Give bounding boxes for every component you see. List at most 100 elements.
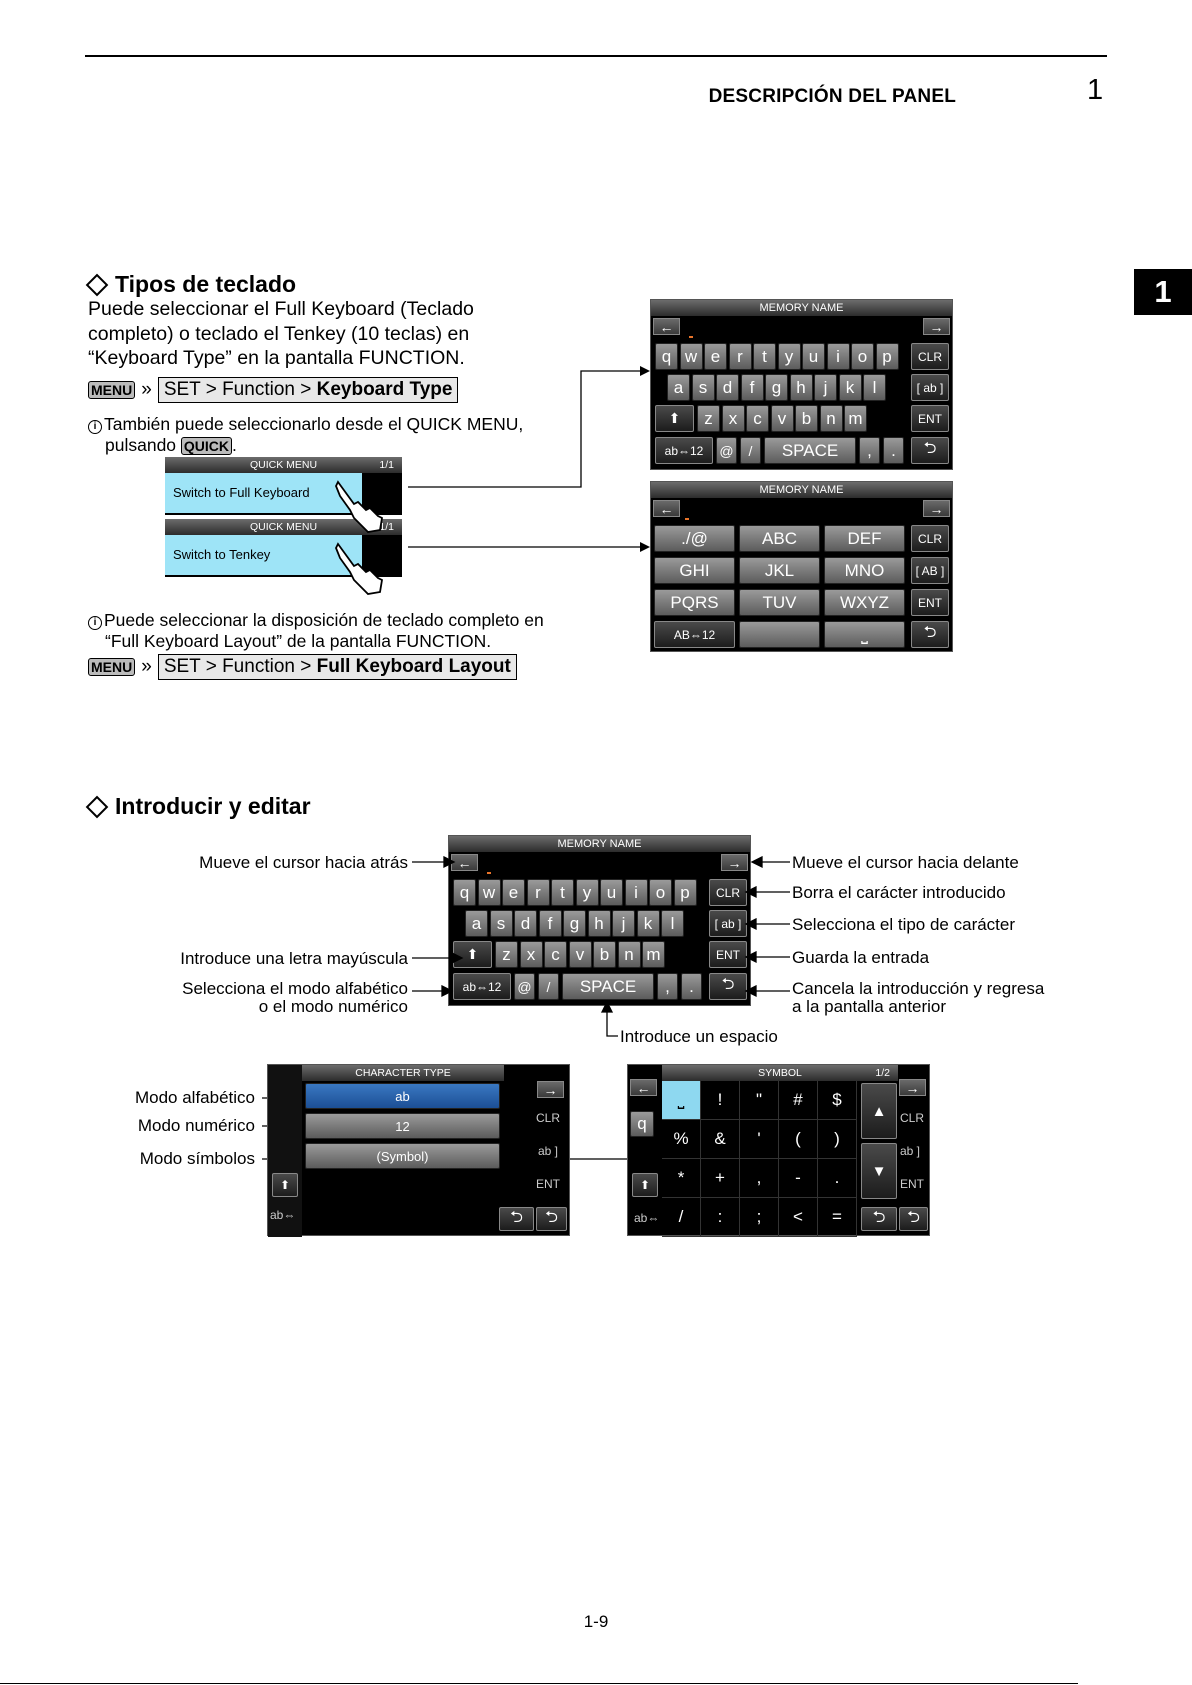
symbol-key[interactable]: + [701,1159,740,1198]
key-h[interactable]: h [587,910,611,937]
key-b[interactable]: b [795,405,818,432]
key-o[interactable]: o [649,879,672,906]
page-up-button[interactable]: ▲ [861,1083,897,1139]
key-w[interactable]: w [477,879,501,906]
key-a[interactable]: a [465,910,488,937]
key-comma[interactable]: , [859,437,880,464]
space-key[interactable]: ⎵ [824,621,905,648]
symbol-key[interactable]: ' [740,1120,779,1159]
key-g[interactable]: g [563,910,586,937]
key-a[interactable]: a [667,374,690,401]
key-m[interactable]: m [844,405,867,432]
key-e[interactable]: e [502,879,525,906]
symbol-key[interactable]: < [779,1198,818,1237]
key-y[interactable]: y [575,879,599,906]
symbol-key[interactable]: - [779,1159,818,1198]
key-u[interactable]: u [802,343,825,370]
key-s[interactable]: s [691,374,715,401]
space-key[interactable]: SPACE [562,973,654,1000]
key-z[interactable]: z [697,405,720,432]
key-at[interactable]: @ [514,973,535,1000]
key-l[interactable]: l [863,374,886,401]
space-key[interactable]: SPACE [764,437,856,464]
key-s[interactable]: s [489,910,513,937]
key-q[interactable]: q [655,343,678,370]
key-h[interactable]: h [789,374,813,401]
back-key[interactable]: ⮌ [709,973,747,1000]
option-symbol[interactable]: (Symbol) [305,1143,500,1169]
enter-key[interactable]: ENT [911,589,949,616]
symbol-key[interactable]: " [740,1081,779,1120]
key-o[interactable]: o [851,343,874,370]
tenkey-[interactable]: ./@ [654,525,735,552]
mode-switch-key[interactable]: ab⇔12 [453,973,511,1000]
key-z[interactable]: z [495,941,518,968]
cursor-left-key[interactable]: ← [451,854,478,871]
symbol-key[interactable]: = [818,1198,857,1237]
symbol-key[interactable]: $ [818,1081,857,1120]
symbol-key[interactable]: ; [740,1198,779,1237]
key-at[interactable]: @ [716,437,737,464]
symbol-key[interactable]: & [701,1120,740,1159]
char-type-key[interactable]: [ AB ] [911,557,949,584]
key-l[interactable]: l [661,910,684,937]
clear-key[interactable]: CLR [911,343,949,370]
switch-to-tenkey-item[interactable]: Switch to Tenkey [165,535,362,575]
tenkey-pqrs[interactable]: PQRS [654,589,735,616]
symbol-key[interactable]: / [662,1198,701,1237]
tenkey-abc[interactable]: ABC [739,525,820,552]
key-e[interactable]: e [704,343,727,370]
key-p[interactable]: p [875,343,899,370]
key-dot[interactable]: . [883,437,904,464]
key-slash[interactable]: / [538,973,559,1000]
mode-switch-key[interactable]: AB⇔12 [654,621,735,648]
key-r[interactable]: r [526,879,550,906]
key-j[interactable]: j [814,374,837,401]
char-type-key[interactable]: [ ab ] [911,374,949,401]
back-button[interactable]: ⮌ [861,1207,897,1231]
key-i[interactable]: i [624,879,648,906]
key-c[interactable]: c [544,941,567,968]
key-u[interactable]: u [600,879,623,906]
cursor-right-key[interactable]: → [923,318,950,335]
clear-key[interactable]: CLR [911,525,949,552]
cursor-left-key[interactable]: ← [653,318,680,335]
key-v[interactable]: v [770,405,794,432]
symbol-key[interactable]: . [818,1159,857,1198]
option-12[interactable]: 12 [305,1113,500,1139]
key-p[interactable]: p [673,879,697,906]
symbol-key[interactable]: ⎵ [662,1081,701,1120]
key-g[interactable]: g [765,374,788,401]
symbol-key[interactable]: , [740,1159,779,1198]
enter-key[interactable]: ENT [911,405,949,432]
key-b[interactable]: b [593,941,616,968]
key-r[interactable]: r [728,343,752,370]
key-q[interactable]: q [453,879,476,906]
cursor-left-key[interactable]: ← [653,500,680,517]
key-k[interactable]: k [838,374,862,401]
tenkey-tuv[interactable]: TUV [739,589,820,616]
option-ab[interactable]: ab [305,1083,500,1109]
key-n[interactable]: n [617,941,641,968]
tenkey-wxyz[interactable]: WXYZ [824,589,905,616]
switch-to-full-keyboard-item[interactable]: Switch to Full Keyboard [165,473,362,513]
key-i[interactable]: i [826,343,850,370]
back-key[interactable]: ⮌ [911,621,949,648]
key-dot[interactable]: . [681,973,702,1000]
key-t[interactable]: t [551,879,574,906]
cursor-right-key[interactable]: → [721,854,748,871]
tenkey-jkl[interactable]: JKL [739,557,820,584]
key-j[interactable]: j [612,910,635,937]
mode-switch-key[interactable]: ab⇔12 [655,437,713,464]
enter-key[interactable]: ENT [709,941,747,968]
symbol-key[interactable]: # [779,1081,818,1120]
symbol-key[interactable]: ( [779,1120,818,1159]
symbol-key[interactable]: ) [818,1120,857,1159]
key-t[interactable]: t [753,343,776,370]
shift-key[interactable]: ⬆ [655,405,694,432]
symbol-key[interactable]: ! [701,1081,740,1120]
key-x[interactable]: x [721,405,745,432]
symbol-key[interactable]: % [662,1120,701,1159]
back-button[interactable]: ⮌ [499,1207,534,1231]
symbol-key[interactable]: : [701,1198,740,1237]
